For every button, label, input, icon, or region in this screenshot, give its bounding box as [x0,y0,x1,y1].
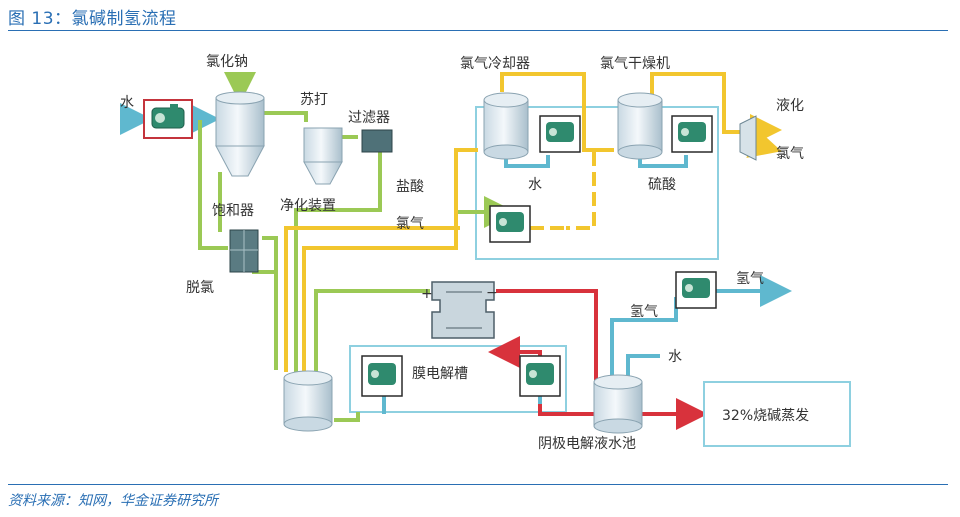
label-caustic: 32%烧碱蒸发 [722,408,809,424]
cathode-sign: − [486,285,498,301]
label-filter: 过滤器 [348,110,390,126]
membrane-electrolyzer-icon [431,281,495,339]
label-water-in: 水 [120,95,134,111]
label-nacl: 氯化钠 [206,54,248,70]
label-cl-dryer: 氯气干燥机 [600,56,670,72]
chlorine-pump-icon [489,205,531,243]
saturator-icon [215,91,265,177]
label-cathode-tank: 阴极电解液水池 [538,436,636,452]
electrolyzer-enclosure [349,345,567,413]
brine-tank-icon [283,370,333,432]
label-hydrogen-left: 氢气 [630,304,658,320]
anode-sign: + [421,286,433,302]
label-purifier: 净化装置 [280,198,336,214]
caustic-evaporation-box [703,381,851,447]
label-hydrogen-out: 氢气 [736,271,764,287]
label-saturator: 饱和器 [212,203,254,219]
label-water-cathode: 水 [668,349,682,365]
label-hcl: 盐酸 [396,179,424,195]
figure-source: 资料来源：知网，华金证券研究所 [8,493,218,509]
chlorine-cooler-icon [483,92,529,160]
dryer-pump-icon [671,115,713,153]
filter-icon [361,129,393,153]
hydrogen-pump-icon [675,271,717,309]
inlet-pump-icon [143,99,193,139]
label-dechlorination: 脱氯 [186,280,214,296]
cathode-tank-icon [593,374,643,434]
label-cooler-water: 水 [528,177,542,193]
label-chlorine-out: 氯气 [776,146,804,162]
compressor-icon [739,115,757,161]
catholyte-pump-icon [519,355,561,397]
dechlorination-column-icon [229,229,259,273]
chlorine-dryer-icon [617,92,663,160]
label-cl-cooler: 氯气冷却器 [460,56,530,72]
purifier-icon [303,127,343,185]
label-soda: 苏打 [300,91,328,108]
anolyte-pump-icon [361,355,403,397]
label-sulfuric-acid: 硫酸 [648,177,676,193]
label-liquefy: 液化 [776,98,804,114]
chlorine-treatment-enclosure [475,106,719,260]
label-chlorine-mid: 氯气 [396,216,424,232]
source-divider [8,484,948,485]
cooler-pump-icon [539,115,581,153]
title-divider [8,30,948,31]
label-electrolyzer: 膜电解槽 [412,366,468,382]
figure-title: 图 13：氯碱制氢流程 [8,9,177,29]
